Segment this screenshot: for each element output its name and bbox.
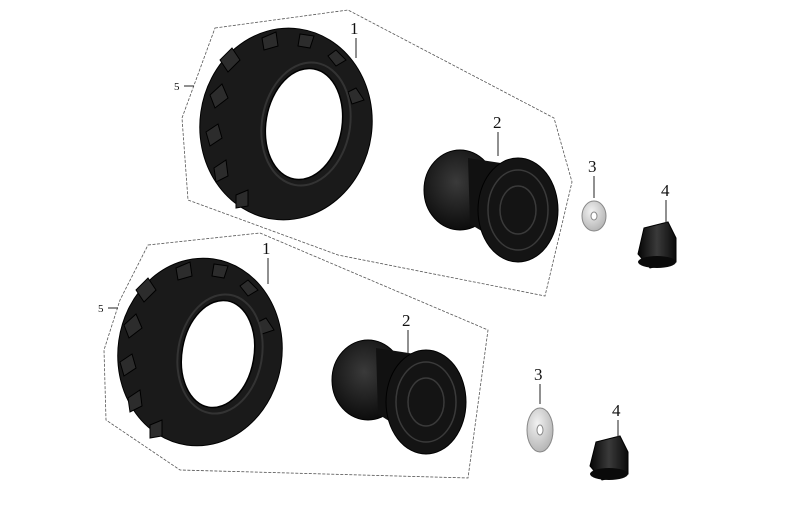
upper-nut [637, 221, 677, 269]
upper-rim [423, 149, 559, 263]
upper-tire-tread [205, 31, 365, 209]
lower-callout-rim: 2 [402, 311, 411, 330]
upper-callout-rim: 2 [493, 113, 502, 132]
lower-callout-washer: 3 [534, 365, 543, 384]
lower-assembly: 1 2 3 4 5 [98, 232, 629, 481]
lower-assembly-outline [103, 232, 489, 479]
upper-callout-washer: 3 [588, 157, 597, 176]
upper-assembly-outline [181, 9, 573, 297]
lower-callout-tire: 1 [262, 239, 271, 258]
upper-callout-tire: 1 [350, 19, 359, 38]
lower-tire-tread [119, 261, 275, 439]
upper-callout-nut: 4 [661, 181, 670, 200]
lower-rim [331, 339, 467, 455]
lower-callout-assembly: 5 [98, 303, 104, 315]
lower-tire [117, 257, 283, 447]
lower-callout-nut: 4 [612, 401, 621, 420]
upper-washer [581, 200, 607, 232]
upper-assembly: 1 2 3 4 5 [174, 9, 677, 297]
lower-washer [526, 407, 554, 453]
lower-nut [589, 435, 629, 481]
upper-callout-assembly: 5 [174, 81, 180, 93]
upper-tire [199, 27, 373, 221]
